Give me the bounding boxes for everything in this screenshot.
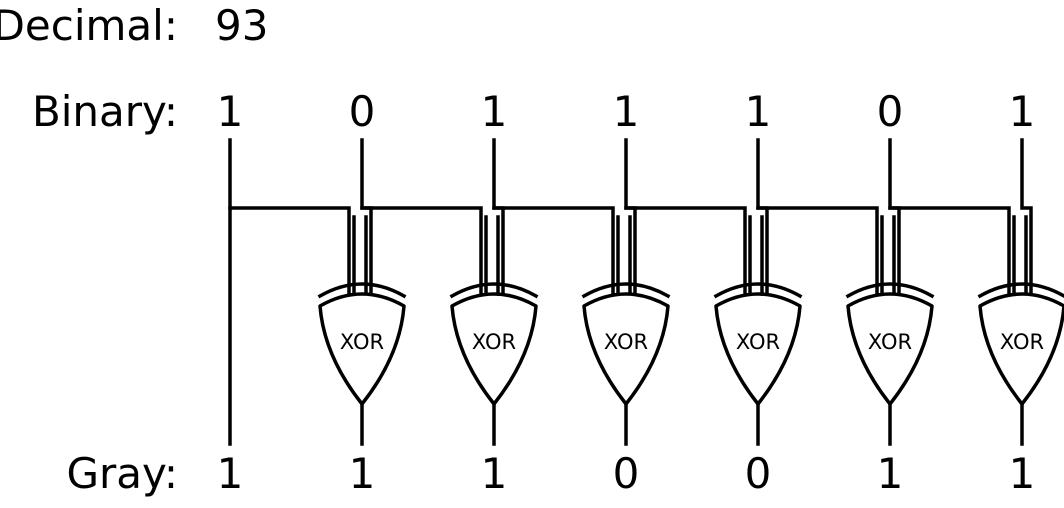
gray-bit: 1 [481, 449, 508, 498]
binary-bit: 0 [349, 87, 376, 136]
prev-bit-input-wire [624, 206, 747, 304]
xor-gate-body [846, 292, 934, 406]
xor-gate-label: XOR [340, 330, 384, 354]
xor-gate-label: XOR [472, 330, 516, 354]
gray-bits: 1 1 1 0 0 1 1 [217, 449, 1036, 498]
xor-gate-label: XOR [868, 330, 912, 354]
binary-label: Binary: [32, 87, 178, 136]
gray-bit: 1 [877, 449, 904, 498]
prev-bit-input-wire [492, 206, 615, 304]
xor-gate-input-arc [449, 282, 539, 299]
xor-gate-input-arc [713, 282, 803, 299]
gray-bit: 0 [613, 449, 640, 498]
xor-gate-body [582, 292, 670, 406]
binary-bit: 1 [217, 87, 244, 136]
gray-bit: 1 [349, 449, 376, 498]
xor-gates: XOR XOR XOR XOR XOR XOR [317, 282, 1064, 406]
current-bit-input-wire [1020, 138, 1033, 304]
binary-bits: 1 0 1 1 1 0 1 [217, 87, 1036, 136]
gray-bit: 0 [745, 449, 772, 498]
gray-bit: 1 [1009, 449, 1036, 498]
xor-gate-input-arc [845, 282, 935, 299]
xor-gate-input-arc [977, 282, 1064, 299]
gray-bit: 1 [217, 449, 244, 498]
binary-bit: 1 [613, 87, 640, 136]
xor-gate-label: XOR [736, 330, 780, 354]
prev-bit-input-wire [888, 206, 1011, 304]
decimal-label: Decimal: [0, 1, 178, 50]
xor-gate-label: XOR [1000, 330, 1044, 354]
prev-bit-input-wire [360, 206, 483, 304]
xor-gate-body [318, 292, 406, 406]
binary-bit: 0 [877, 87, 904, 136]
decimal-value: 93 [215, 1, 268, 50]
prev-bit-input-wire [228, 206, 351, 304]
binary-bit: 1 [481, 87, 508, 136]
xor-gate-body [450, 292, 538, 406]
gray-label: Gray: [66, 449, 178, 498]
xor-gate-input-arc [317, 282, 407, 299]
wires [228, 138, 1033, 446]
xor-gate-body [978, 292, 1064, 406]
binary-bit: 1 [745, 87, 772, 136]
xor-gate-label: XOR [604, 330, 648, 354]
prev-bit-input-wire [756, 206, 879, 304]
xor-gate-body [714, 292, 802, 406]
binary-bit: 1 [1009, 87, 1036, 136]
xor-gate-input-arc [581, 282, 671, 299]
